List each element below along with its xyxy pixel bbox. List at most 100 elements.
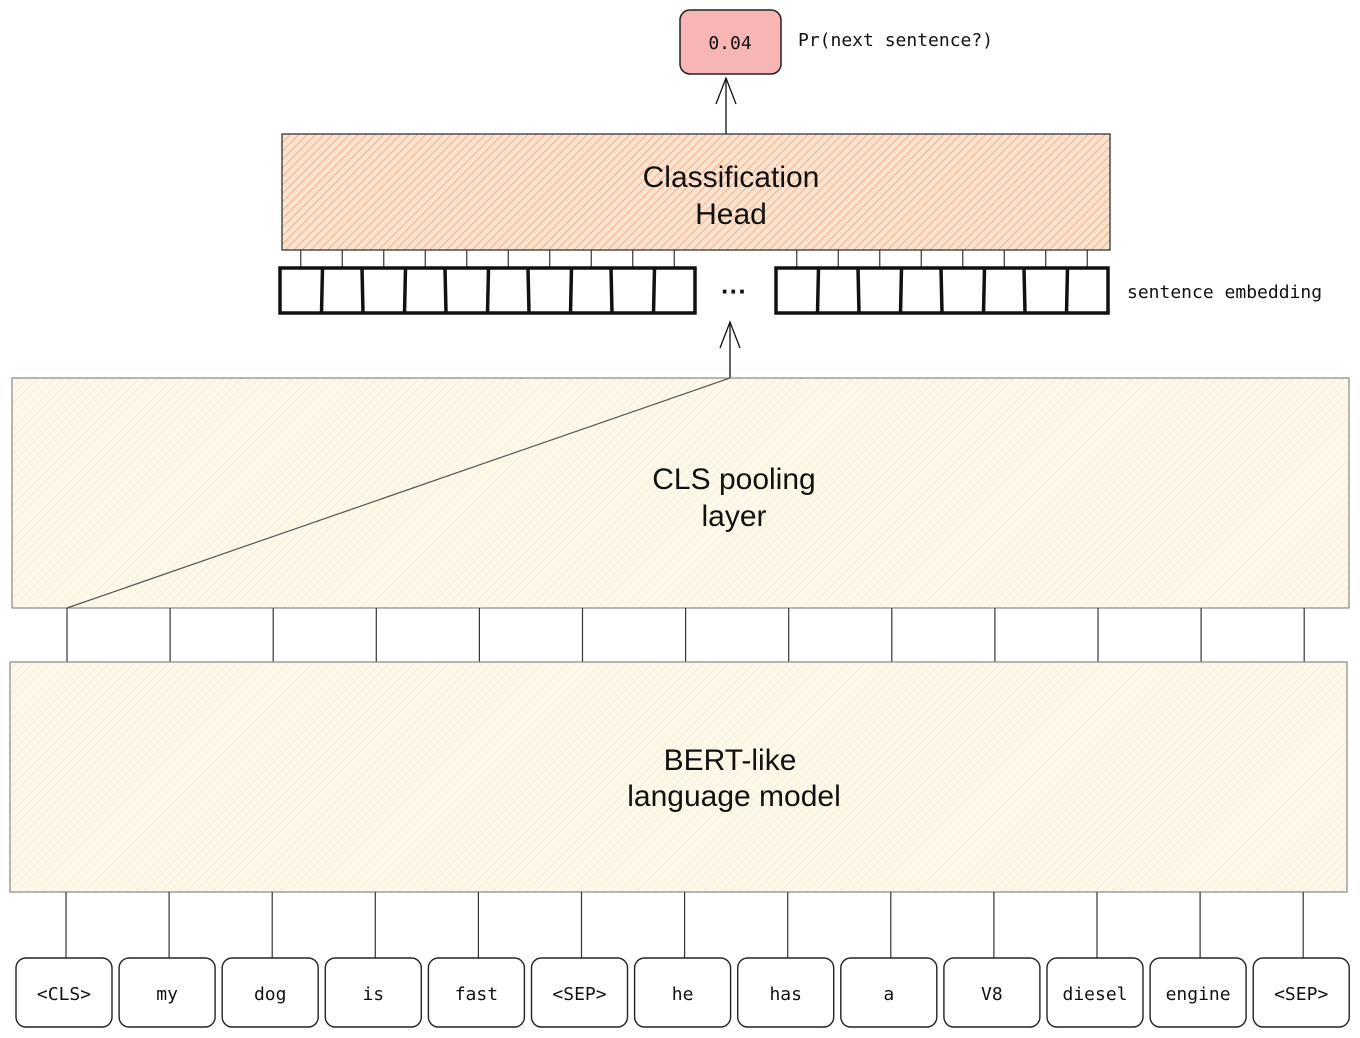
embedding-cell-divider — [402, 267, 408, 314]
arrow-head-to-output — [715, 76, 737, 134]
classification-head-line1: Classification — [643, 161, 820, 194]
token-8: a — [840, 957, 938, 1028]
embedding-cell-divider — [526, 267, 531, 314]
head-connectors — [300, 250, 1088, 268]
token-10: diesel — [1046, 957, 1144, 1028]
embedding-cell-divider — [443, 267, 448, 314]
token-box — [530, 957, 629, 1028]
embedding-cell — [944, 270, 982, 311]
token-box — [15, 957, 113, 1028]
embedding-cell — [614, 270, 652, 311]
embedding-cell — [407, 270, 445, 311]
embedding-cell — [778, 270, 816, 311]
cls-pooling-line2: layer — [701, 500, 766, 533]
embedding-cell-divider — [939, 267, 944, 314]
token-7: has — [737, 957, 835, 1028]
token-box — [1046, 957, 1144, 1028]
embedding-cell-divider — [981, 267, 987, 314]
token-box — [1252, 957, 1350, 1028]
token-label: a — [883, 984, 894, 1005]
token-box — [633, 957, 732, 1028]
embedding-cell — [448, 270, 486, 311]
embedding-cell — [1069, 270, 1107, 311]
token-box — [943, 957, 1041, 1028]
token-12: <SEP> — [1252, 957, 1350, 1028]
language-model-line1: BERT-like — [664, 744, 797, 777]
embedding-cell — [656, 270, 694, 311]
embedding-cell — [573, 270, 611, 311]
embedding-cell — [531, 270, 569, 311]
language-model: BERT-like language model — [9, 661, 1348, 893]
token-9: V8 — [943, 957, 1041, 1028]
embedding-cell — [820, 270, 858, 311]
embedding-cell-divider — [485, 267, 491, 314]
classification-head-box — [281, 133, 1111, 251]
input-tokens: <CLS> my dog is fast <SEP> he has a V8 diesel engin… — [15, 957, 1350, 1028]
arrow-pooling-to-embedding — [719, 320, 741, 378]
token-to-model-connectors — [65, 892, 1304, 958]
token-label: <SEP> — [1274, 984, 1328, 1005]
token-label: my — [156, 984, 178, 1005]
token-label: V8 — [981, 984, 1003, 1005]
token-2: dog — [221, 957, 319, 1028]
sentence-embedding-vector — [278, 266, 1110, 315]
embedding-cell — [1027, 270, 1065, 311]
embedding-cell — [324, 270, 362, 311]
token-label: dog — [254, 984, 287, 1005]
token-box — [840, 957, 938, 1028]
cls-pooling-layer: CLS pooling layer — [11, 377, 1350, 609]
token-label: he — [672, 984, 694, 1005]
token-box — [1149, 957, 1247, 1028]
token-1: my — [118, 957, 216, 1028]
embedding-cell-divider — [815, 267, 821, 314]
token-label: <SEP> — [552, 984, 606, 1005]
token-box — [427, 957, 526, 1028]
output-probability: 0.04 Pr(next sentence?) — [679, 9, 993, 75]
embedding-cell-divider — [1064, 267, 1070, 314]
classification-head-line2: Head — [695, 198, 767, 231]
cls-pooling-layer-box — [11, 377, 1350, 609]
embedding-cell-divider — [360, 267, 365, 314]
token-3: is — [324, 957, 422, 1028]
token-label: <CLS> — [37, 984, 91, 1005]
token-0: <CLS> — [15, 957, 113, 1028]
embedding-cell-divider — [568, 267, 574, 314]
language-model-box — [9, 661, 1348, 893]
output-box — [679, 9, 782, 75]
embedding-cell-divider — [651, 267, 657, 314]
embedding-cell-divider — [609, 267, 614, 314]
output-label: Pr(next sentence?) — [798, 30, 993, 51]
classification-head: Classification Head — [281, 133, 1111, 251]
token-box — [737, 957, 835, 1028]
embedding-ellipsis: ··· — [721, 276, 747, 306]
embedding-cell-divider — [319, 267, 325, 314]
embedding-cell — [861, 270, 899, 311]
embedding-cell — [490, 270, 528, 311]
token-4: fast — [427, 957, 526, 1028]
embedding-cell-divider — [1022, 267, 1027, 314]
output-value: 0.04 — [708, 33, 751, 54]
token-11: engine — [1149, 957, 1247, 1028]
embedding-cell — [365, 270, 403, 311]
cls-pooling-line1: CLS pooling — [652, 463, 815, 496]
language-model-line2: language model — [627, 780, 841, 813]
token-label: engine — [1166, 984, 1231, 1005]
token-label: diesel — [1062, 984, 1127, 1005]
cls-pooling-diagonal — [66, 377, 731, 609]
token-box — [324, 957, 422, 1028]
token-box — [118, 957, 216, 1028]
token-label: has — [769, 984, 802, 1005]
model-to-pooling-connectors — [66, 608, 1305, 662]
token-6: he — [633, 957, 732, 1028]
token-label: fast — [455, 984, 498, 1005]
embedding-cell — [903, 270, 941, 311]
sentence-embedding-label: sentence embedding — [1127, 282, 1322, 303]
embedding-cell-divider — [856, 267, 861, 314]
token-5: <SEP> — [530, 957, 629, 1028]
embedding-cell-divider — [898, 267, 904, 314]
token-box — [221, 957, 319, 1028]
embedding-cell — [986, 270, 1024, 311]
embedding-cell — [282, 270, 320, 311]
token-label: is — [362, 984, 384, 1005]
